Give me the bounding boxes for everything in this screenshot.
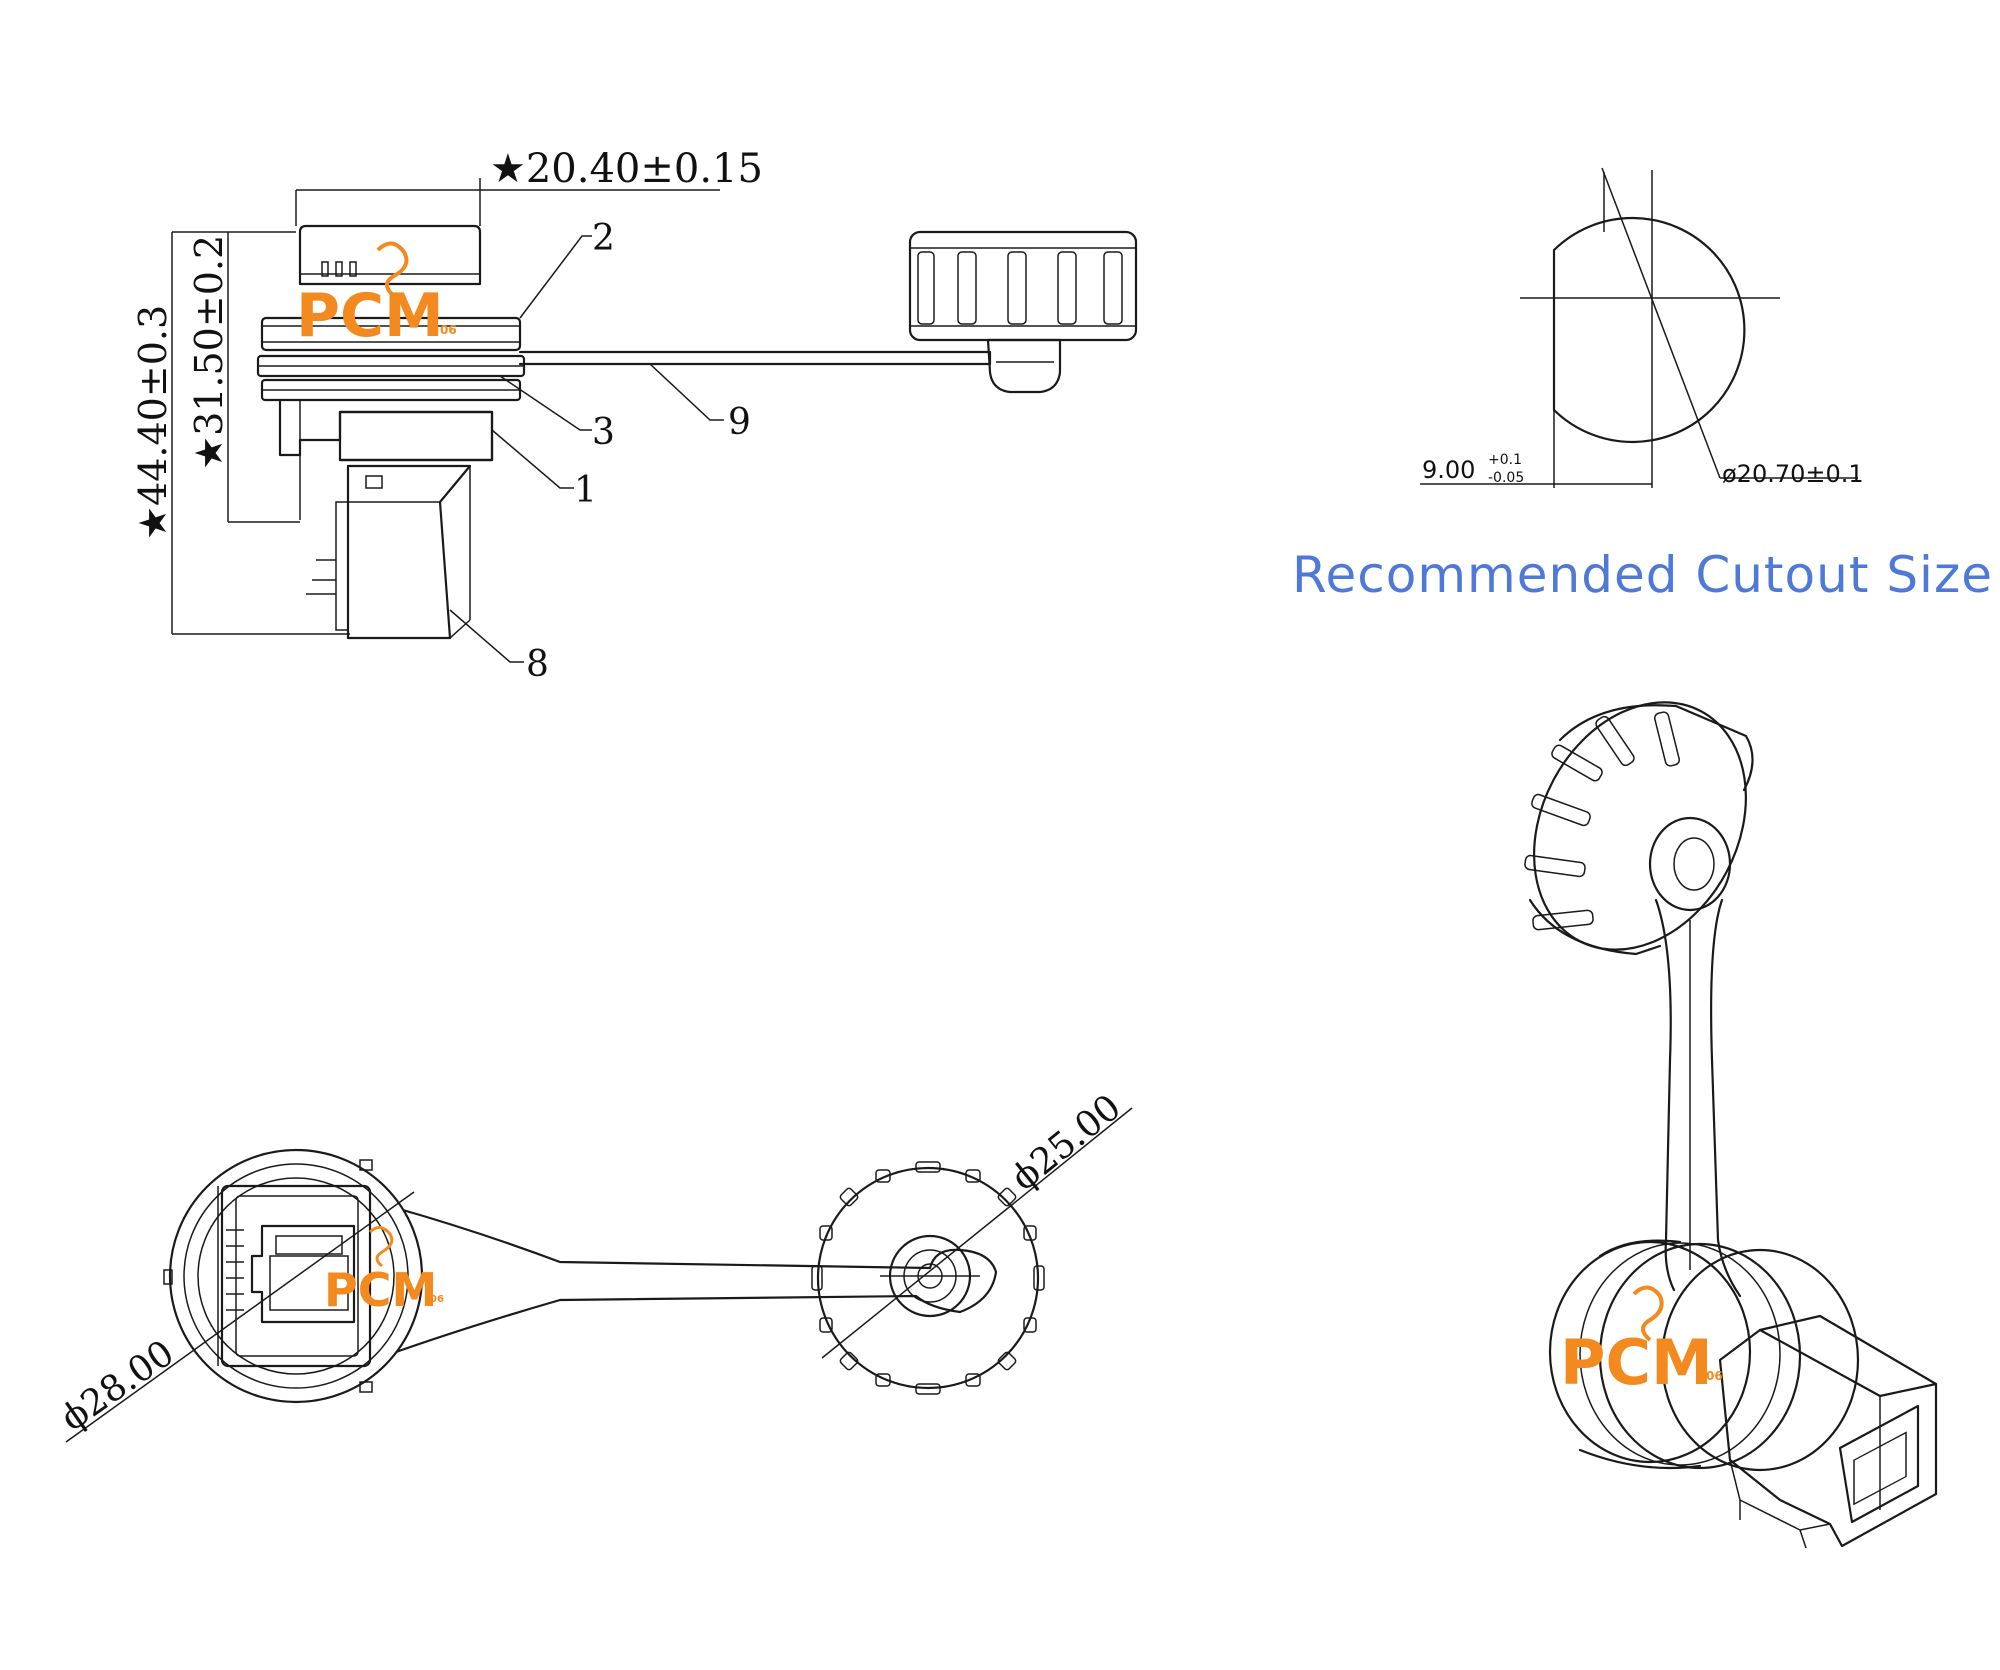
side-cap-top <box>298 224 482 286</box>
isometric-view: PCM 06 <box>1524 701 1938 1549</box>
callout-2: 2 <box>592 218 615 259</box>
iso-knurled-cap <box>1524 701 1754 956</box>
callout-1: 1 <box>574 470 597 511</box>
cutout-d-shape <box>1552 216 1746 444</box>
watermark-text-3: PCM <box>1560 1326 1713 1399</box>
cutout-view: ø20.70±0.1 9.00 +0.1 -0.05 Recommended C… <box>1292 167 1993 604</box>
callout-3: 3 <box>592 412 615 453</box>
iso-rj45-housing <box>1718 1314 1938 1548</box>
side-knurled-cap <box>908 230 1138 342</box>
dim-cutout-flat-tol-minus: -0.05 <box>1488 470 1524 486</box>
front-body-dim-leader <box>65 1191 415 1443</box>
watermark-logo-2: PCM 06 <box>324 1226 444 1317</box>
front-housing <box>220 1184 372 1368</box>
iso-body <box>1548 1239 1860 1472</box>
front-view: ϕ28.00 ϕ25.00 PCM 06 <box>54 1087 1133 1443</box>
front-cap-circle <box>816 1166 1040 1390</box>
side-strap <box>518 350 992 366</box>
dim-cutout-diameter: ø20.70±0.1 <box>1722 460 1864 488</box>
watermark-logo: PCM 06 <box>296 241 457 351</box>
dim-cutout-flat-tol-plus: +0.1 <box>1488 452 1522 468</box>
watermark-text: PCM <box>296 281 444 351</box>
watermark-sub-2: 06 <box>430 1294 444 1305</box>
dim-height-body: ★31.50±0.2 <box>187 235 231 470</box>
watermark-text-2: PCM <box>324 1263 437 1317</box>
front-strap <box>394 1206 998 1354</box>
dim-front-body: ϕ28.00 <box>54 1333 182 1440</box>
front-cap-knurls <box>811 1161 1045 1395</box>
dim-cutout-flat: 9.00 <box>1422 456 1475 484</box>
dim-front-cap: ϕ25.00 <box>1004 1087 1129 1199</box>
side-body <box>278 398 494 462</box>
callout-8: 8 <box>526 644 549 685</box>
cutout-diameter-leader <box>1601 167 1721 479</box>
watermark-sub-3: 06 <box>1706 1369 1723 1383</box>
dim-height-total: ★44.40±0.3 <box>131 305 175 540</box>
iso-strap <box>1654 898 1676 1292</box>
iso-rj45-port <box>1838 1404 1920 1524</box>
iso-strap-ring <box>1648 816 1732 912</box>
side-nut <box>260 316 522 352</box>
side-view: ★20.40±0.15 ★44.40±0.3 ★31.50±0.2 2 3 9 … <box>131 146 1138 685</box>
watermark-logo-3: PCM 06 <box>1560 1285 1723 1399</box>
callout-9: 9 <box>728 402 751 443</box>
cutout-caption: Recommended Cutout Size <box>1292 546 1993 604</box>
dim-width: ★20.40±0.15 <box>490 146 763 192</box>
watermark-sub: 06 <box>440 323 457 337</box>
front-rj45-port <box>250 1224 356 1324</box>
front-cap-dim-leader <box>821 1107 1133 1359</box>
